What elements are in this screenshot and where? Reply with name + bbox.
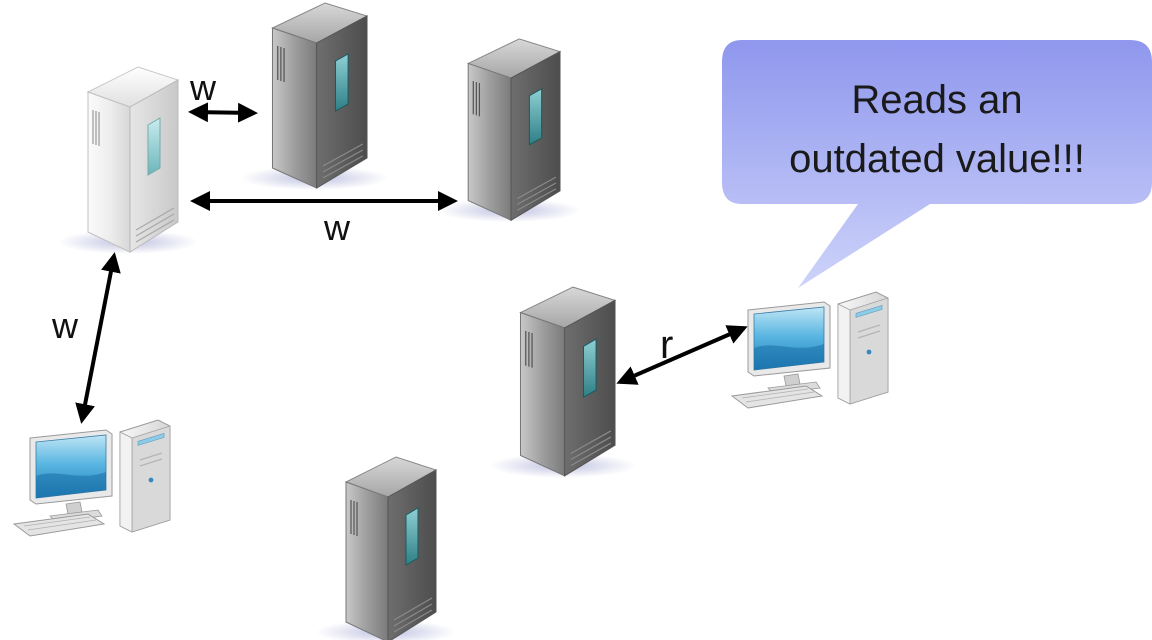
replica-server-top-middle <box>240 2 389 191</box>
server-tower-icon <box>315 456 457 640</box>
desktop-computer-icon <box>13 419 171 537</box>
edge-label-write-long: w <box>323 207 351 248</box>
write-arrow-primary-to-replica-1 <box>188 102 258 123</box>
read-arrow-client-to-replica <box>616 325 748 385</box>
server-tower-icon <box>57 66 199 255</box>
edge-label-read: r <box>660 323 673 367</box>
server-tower-icon <box>436 38 582 223</box>
edge-label-write-top: w <box>189 67 217 108</box>
replica-server-top-right <box>436 38 582 223</box>
desktop-computer-icon <box>731 291 889 409</box>
callout-line-2: outdated value!!! <box>789 137 1085 181</box>
writer-client-computer <box>13 419 171 537</box>
edge-label-write-client: w <box>51 305 79 346</box>
callout-bubble: Reads an outdated value!!! <box>722 40 1152 288</box>
reader-client-computer <box>731 291 889 409</box>
server-tower-icon <box>488 286 637 479</box>
primary-server <box>57 66 199 255</box>
server-tower-icon <box>240 2 389 191</box>
callout-line-1: Reads an <box>851 78 1022 122</box>
arrows <box>75 102 748 424</box>
replica-server-bottom <box>315 456 457 640</box>
write-arrow-client-to-primary <box>75 252 121 424</box>
replica-server-middle-right <box>488 286 637 479</box>
